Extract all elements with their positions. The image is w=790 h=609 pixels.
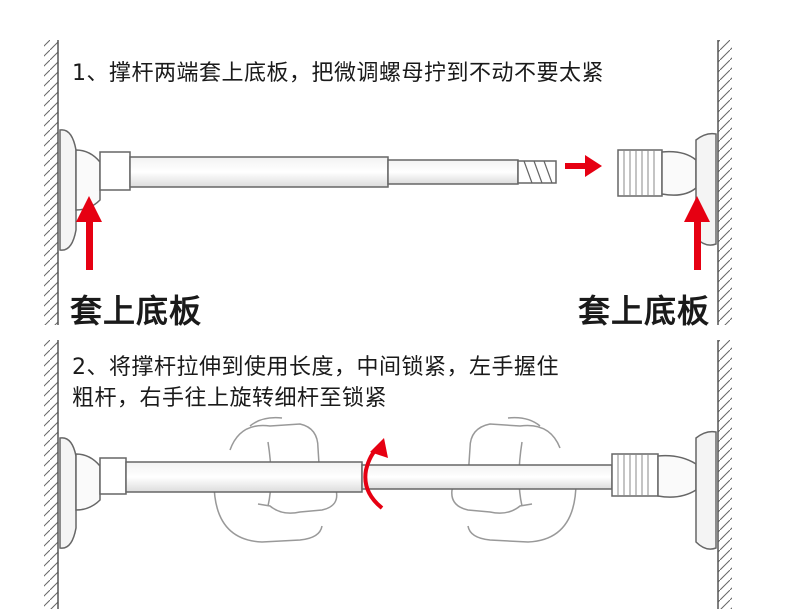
step-2-instruction-line-1: 2、将撑杆拉伸到使用长度，中间锁紧，左手握住 (72, 355, 559, 380)
step-2-instruction-line-2: 粗杆，右手往上旋转细杆至锁紧 (72, 386, 388, 411)
red-arrow-icon (76, 196, 102, 270)
rotation-arrow-icon (363, 438, 388, 510)
step-1-instruction: 1、撑杆两端套上底板，把微调螺母拧到不动不要太紧 (72, 61, 604, 86)
red-arrow-icon (565, 155, 602, 177)
left-wall (44, 40, 59, 325)
right-base-label: 套上底板 (578, 292, 711, 330)
step-2-panel: 2、将撑杆拉伸到使用长度，中间锁紧，左手握住 粗杆，右手往上旋转细杆至锁紧 (0, 330, 790, 609)
step-1-illustration (44, 40, 732, 325)
step-1-panel: 1、撑杆两端套上底板，把微调螺母拧到不动不要太紧 套上底板 套上底板 (44, 40, 732, 330)
left-base-label: 套上底板 (70, 292, 203, 330)
suction-base-icon (617, 132, 717, 246)
suction-base-icon (59, 129, 131, 251)
right-wall (717, 340, 732, 609)
red-arrow-icon (684, 196, 710, 270)
left-wall (44, 340, 59, 609)
step-2-instruction: 2、将撑杆拉伸到使用长度，中间锁紧，左手握住 粗杆，右手往上旋转细杆至锁紧 (72, 352, 559, 414)
step-2-illustration (44, 340, 732, 609)
suction-base-icon (657, 430, 717, 550)
rod (125, 453, 659, 497)
rod (129, 156, 557, 188)
right-wall (717, 40, 732, 325)
suction-base-icon (59, 437, 127, 549)
